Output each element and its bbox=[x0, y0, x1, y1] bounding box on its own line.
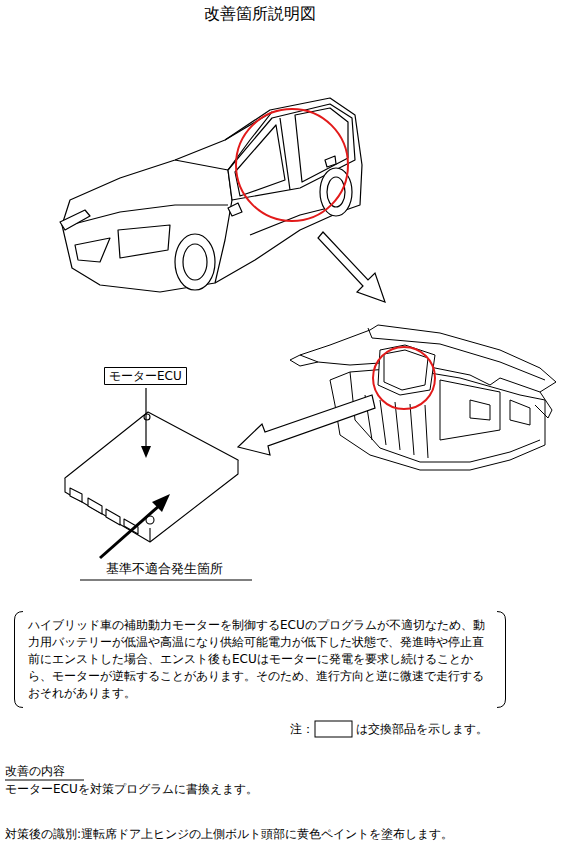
highlight-circle bbox=[236, 109, 348, 221]
pointer-arrow bbox=[238, 395, 375, 455]
description-box: ハイブリッド車の補助動力モーターを制御するECUのプログラムが不適切なため、動力… bbox=[14, 611, 506, 708]
underline bbox=[5, 780, 84, 781]
battery-unit-drawing bbox=[290, 325, 556, 470]
highlight-circle bbox=[373, 347, 435, 409]
outline-path bbox=[105, 368, 187, 385]
car-drawing bbox=[60, 98, 362, 292]
arrowhead bbox=[141, 446, 151, 458]
underline bbox=[80, 579, 252, 580]
leader-line bbox=[145, 388, 146, 450]
title: 改善箇所説明図 bbox=[204, 4, 316, 24]
part-label-box: モーターECU bbox=[104, 367, 187, 385]
leader-line bbox=[100, 505, 160, 558]
note-text: 注： bbox=[290, 721, 314, 737]
body-text: 対策後の識別:運転席ドア上ヒンジの上側ボルト頭部に黄色ペイントを塗布します。 bbox=[5, 826, 453, 842]
ecu-drawing bbox=[65, 412, 238, 542]
sample-box bbox=[315, 721, 352, 737]
node-text: モーターECU bbox=[109, 368, 182, 384]
node-text: ハイブリッド車の補助動力モーターを制御するECUのプログラムが不適切なため、動力… bbox=[28, 617, 492, 702]
pointer-arrow bbox=[318, 232, 385, 302]
outline-path bbox=[15, 612, 506, 708]
note-text: は交換部品を示します。 bbox=[356, 721, 488, 737]
callout-text: 基準不適合発生箇所 bbox=[106, 561, 223, 577]
body-text: モーターECUを対策プログラムに書換えます。 bbox=[5, 781, 258, 797]
section-heading: 改善の内容 bbox=[5, 763, 65, 779]
arrowhead bbox=[152, 494, 170, 512]
